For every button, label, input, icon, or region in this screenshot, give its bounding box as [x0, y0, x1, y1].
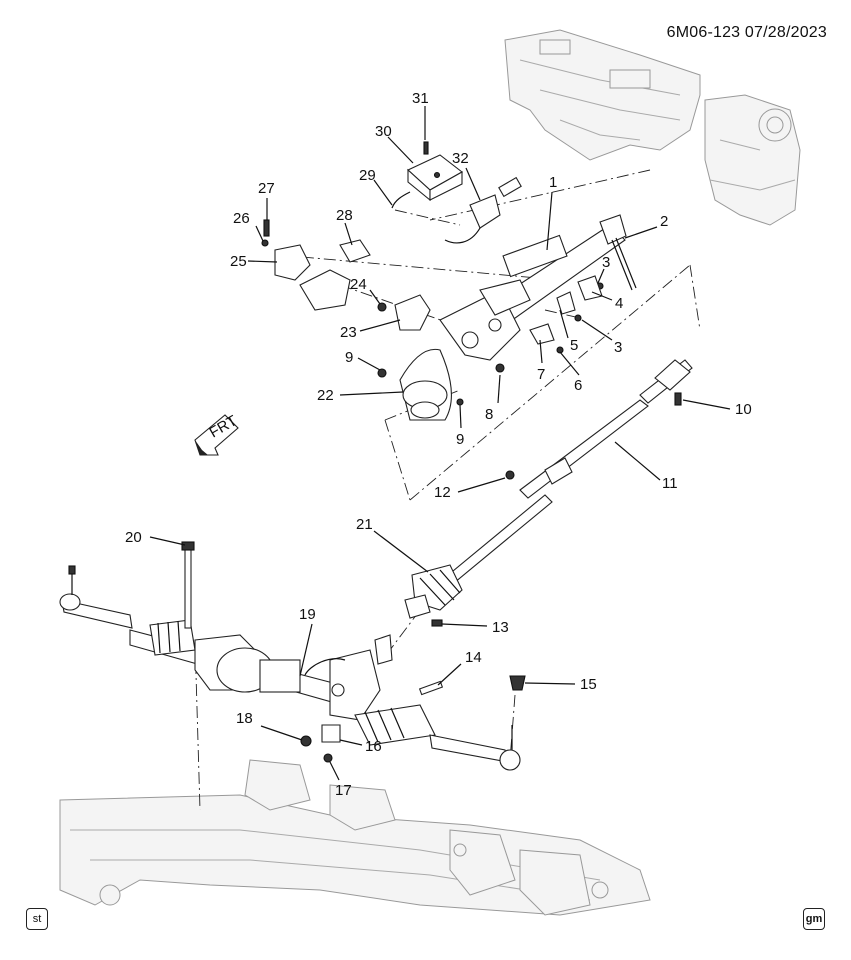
- callout-6: 6: [574, 377, 582, 394]
- steering-module: [391, 154, 522, 244]
- callout-19: 19: [299, 606, 316, 623]
- callout-12: 12: [434, 484, 451, 501]
- tie-rod-left: [59, 565, 133, 629]
- callout-3-lower: 3: [614, 339, 622, 356]
- callout-27: 27: [258, 180, 275, 197]
- intermediate-shaft: [519, 359, 693, 499]
- callout-4: 4: [615, 295, 623, 312]
- callout-13: 13: [492, 619, 509, 636]
- callout-9-lower: 9: [456, 431, 464, 448]
- upper-body-structure: [504, 29, 801, 226]
- front-direction-arrow: FRT: [194, 412, 240, 456]
- callout-15: 15: [580, 676, 597, 693]
- callout-9-upper: 9: [345, 349, 353, 366]
- callout-23: 23: [340, 324, 357, 341]
- callout-16: 16: [365, 738, 382, 755]
- lower-shaft: [404, 494, 553, 619]
- callout-21: 21: [356, 516, 373, 533]
- gm-logo-badge: gm: [803, 908, 825, 930]
- callout-32: 32: [452, 150, 469, 167]
- st-badge: st: [26, 908, 48, 930]
- callout-8: 8: [485, 406, 493, 423]
- callout-26: 26: [233, 210, 250, 227]
- callout-11: 11: [662, 475, 678, 492]
- callout-20: 20: [125, 529, 142, 546]
- steering-column: [439, 214, 637, 361]
- callout-2: 2: [660, 213, 668, 230]
- illustration-code: 6M06-123 07/28/2023: [666, 24, 827, 41]
- tie-rod-right: [429, 725, 521, 771]
- callout-29: 29: [359, 167, 376, 184]
- callout-17: 17: [335, 782, 352, 799]
- steering-gear: [129, 619, 436, 746]
- callout-25: 25: [230, 253, 247, 270]
- callout-28: 28: [336, 207, 353, 224]
- callout-18: 18: [236, 710, 253, 727]
- callout-22: 22: [317, 387, 334, 404]
- callout-14: 14: [465, 649, 482, 666]
- cradle-frame: [59, 759, 651, 916]
- callout-30: 30: [375, 123, 392, 140]
- callout-1: 1: [549, 174, 557, 191]
- callout-24: 24: [350, 276, 367, 293]
- callout-31: 31: [412, 90, 429, 107]
- callout-7: 7: [537, 366, 545, 383]
- callout-labels: 1 2 3 3 4 5 6 7 8 9 9 10 11 12 13 14 15 …: [125, 90, 752, 799]
- callout-3-upper: 3: [602, 254, 610, 271]
- column-bracket: [394, 294, 431, 331]
- column-switch-bracket: [274, 239, 371, 311]
- callout-leaders: [149, 106, 731, 781]
- steering-column-boot: [399, 348, 452, 421]
- callout-5: 5: [570, 337, 578, 354]
- callout-10: 10: [735, 401, 752, 418]
